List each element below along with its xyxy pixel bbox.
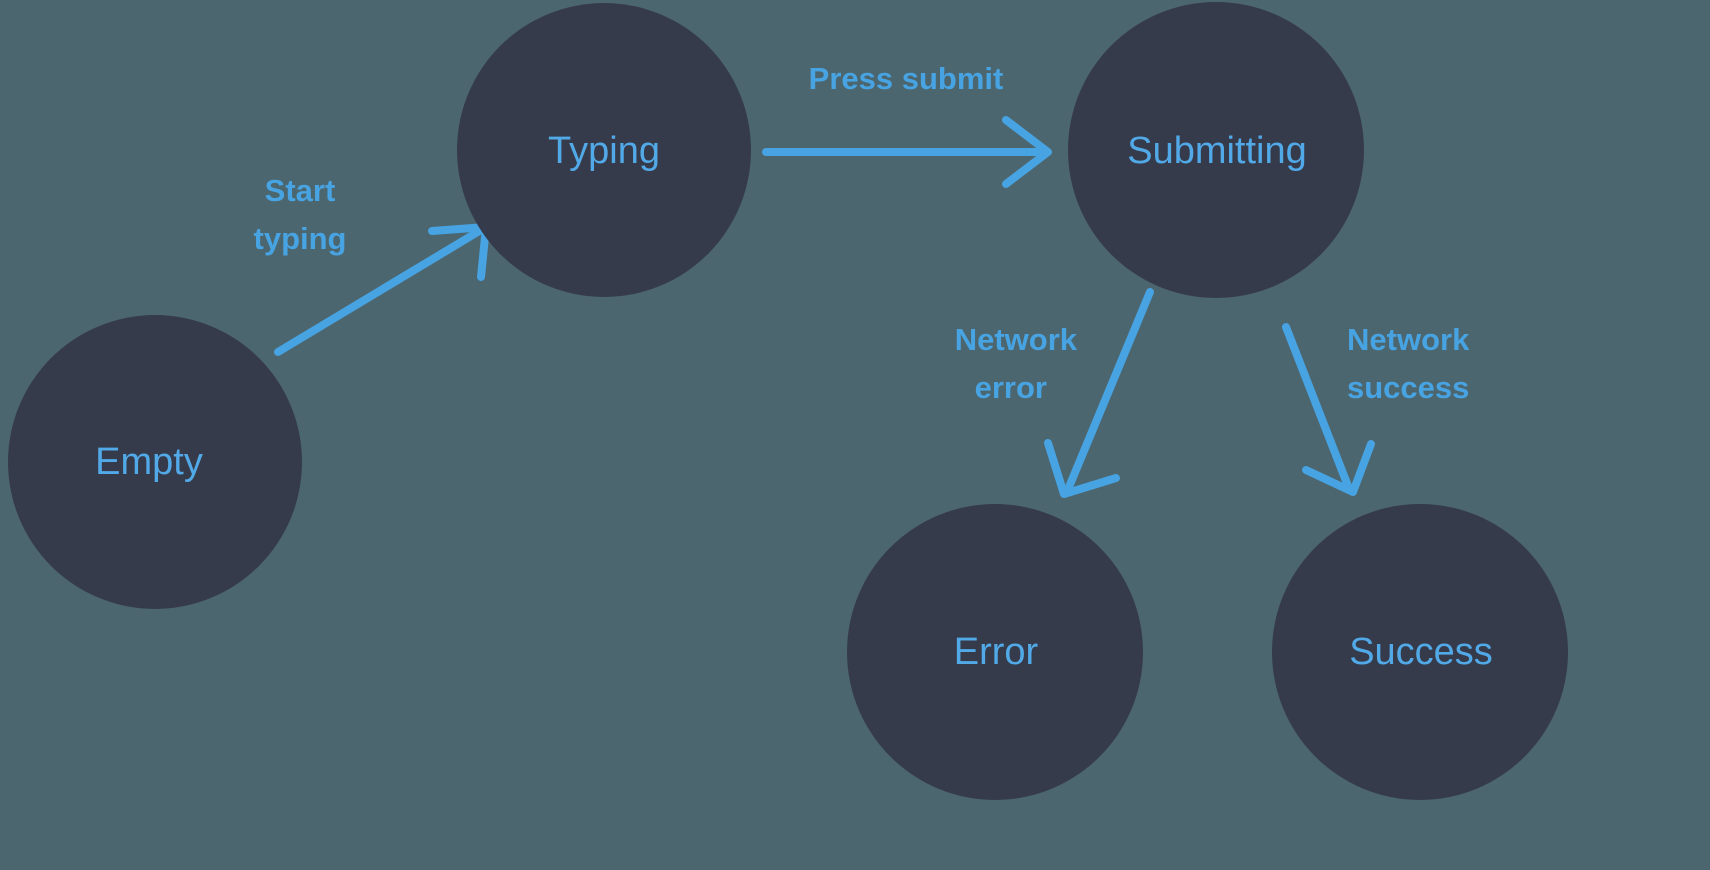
state-node-submitting[interactable]: Submitting [1068,2,1364,298]
state-node-empty[interactable]: Empty [8,315,302,609]
edge-empty-to-typing: Start typing [254,173,490,356]
state-node-success[interactable]: Success [1272,504,1568,800]
edge-label-start-typing-line1: Start [265,173,336,208]
edge-submitting-to-error-arrowhead [1044,439,1120,498]
state-node-error[interactable]: Error [847,504,1143,800]
state-node-error-label: Error [954,631,1039,673]
edge-typing-to-submitting-arrowhead [1002,116,1052,188]
edge-label-network-success-line2: success [1347,370,1469,405]
edge-label-network-error-line2: error [975,370,1047,405]
edge-typing-to-submitting: Press submit [762,61,1052,188]
edge-submitting-to-error-line [1065,288,1154,491]
edge-submitting-to-success-arrowhead [1302,440,1375,496]
state-node-typing[interactable]: Typing [457,3,751,297]
edge-submitting-to-success: Network success [1282,322,1470,496]
state-node-typing-circle[interactable] [457,3,751,297]
state-node-success-circle[interactable] [1272,504,1568,800]
state-node-error-circle[interactable] [847,504,1143,800]
edge-submitting-to-error: Network error [955,288,1154,498]
state-node-typing-label: Typing [548,130,660,172]
edge-label-network-error-line1: Network [955,322,1078,357]
state-node-submitting-label: Submitting [1127,130,1307,172]
edge-label-start-typing-line2: typing [254,221,347,256]
state-node-empty-circle[interactable] [8,315,302,609]
edge-label-network-success-line1: Network [1347,322,1470,357]
edge-empty-to-typing-line [274,226,485,356]
edge-submitting-to-success-line [1282,323,1352,490]
state-node-empty-label: Empty [95,441,203,483]
state-node-success-label: Success [1349,631,1493,673]
edge-label-press-submit: Press submit [809,61,1004,96]
state-node-submitting-circle[interactable] [1068,2,1364,298]
